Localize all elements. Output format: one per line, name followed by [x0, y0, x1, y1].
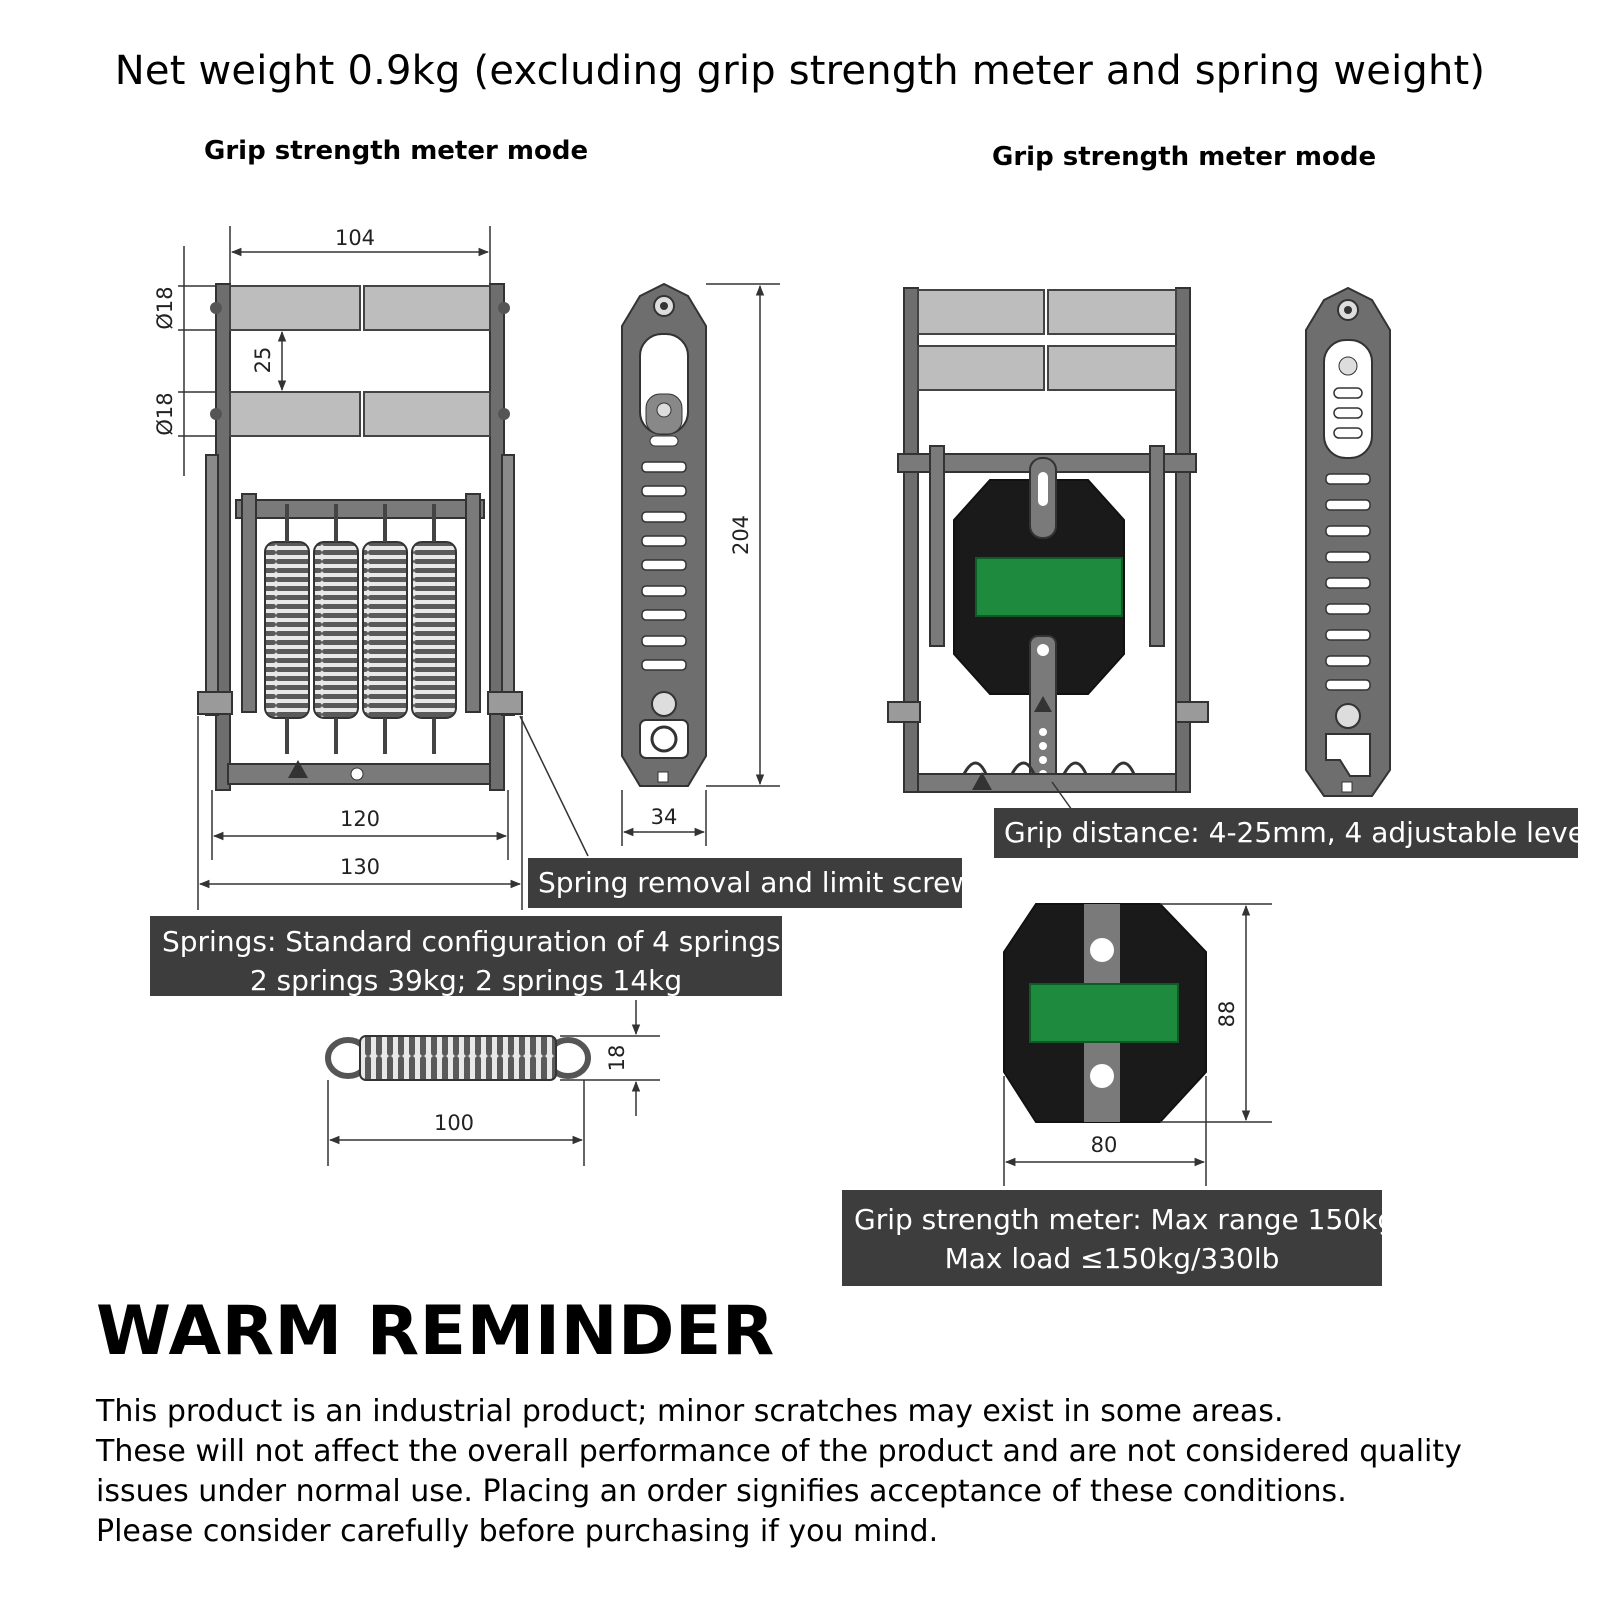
callout-springs: Springs: Standard configuration of 4 spr…: [150, 916, 790, 997]
dim-34: 34: [651, 805, 678, 829]
right-mode-label: Grip strength meter mode: [992, 142, 1377, 172]
callout-grip-distance: Grip distance: 4-25mm, 4 adjustable leve…: [994, 808, 1600, 858]
dim-25: 25: [251, 347, 275, 374]
meter-mode-side-view: [1305, 286, 1391, 797]
callout-meter-line1: Grip strength meter: Max range 150kg;: [854, 1203, 1405, 1236]
meter-detail: [1003, 903, 1207, 1123]
dim-104: 104: [335, 226, 375, 250]
meter-mode-front-view: [887, 287, 1209, 811]
left-view-dimensions: [178, 226, 589, 910]
reminder-line-1: This product is an industrial product; m…: [96, 1394, 1284, 1429]
side-view-dimensions: [621, 283, 780, 846]
page-title: Net weight 0.9kg (excluding grip strengt…: [114, 48, 1486, 94]
callout-meter-line2: Max load ≤150kg/330lb: [944, 1242, 1280, 1275]
dim-130: 130: [340, 855, 380, 879]
reminder-line-2: These will not affect the overall perfor…: [96, 1434, 1462, 1469]
spring-detail: [325, 1035, 591, 1081]
callout-springs-line2: 2 springs 39kg; 2 springs 14kg: [249, 964, 683, 997]
spring-detail-dimensions: [327, 1000, 660, 1166]
dim-88: 88: [1215, 1001, 1239, 1028]
reminder-line-4: Please consider carefully before purchas…: [96, 1514, 939, 1549]
spring-mode-side-view: [621, 282, 707, 787]
meter-detail-dimensions: [1003, 903, 1272, 1186]
dim-120: 120: [340, 807, 380, 831]
callout-springs-line1: Springs: Standard configuration of 4 spr…: [162, 925, 790, 958]
dim-100: 100: [434, 1111, 474, 1135]
left-mode-label: Grip strength meter mode: [204, 136, 589, 166]
dim-roller-diameter-bottom: Ø18: [153, 392, 177, 435]
spring-mode-front-view: [197, 283, 523, 791]
dim-204: 204: [729, 515, 753, 555]
dim-roller-diameter-top: Ø18: [153, 286, 177, 329]
warm-reminder-title: WARM REMINDER: [96, 1292, 775, 1371]
reminder-line-3: issues under normal use. Placing an orde…: [96, 1474, 1347, 1509]
callout-spring-removal: Spring removal and limit screw: [528, 858, 973, 908]
dim-18: 18: [605, 1045, 629, 1072]
warm-reminder-text: This product is an industrial product; m…: [96, 1392, 1556, 1552]
callout-meter-range: Grip strength meter: Max range 150kg; Ma…: [842, 1190, 1405, 1286]
dim-80: 80: [1091, 1133, 1118, 1157]
